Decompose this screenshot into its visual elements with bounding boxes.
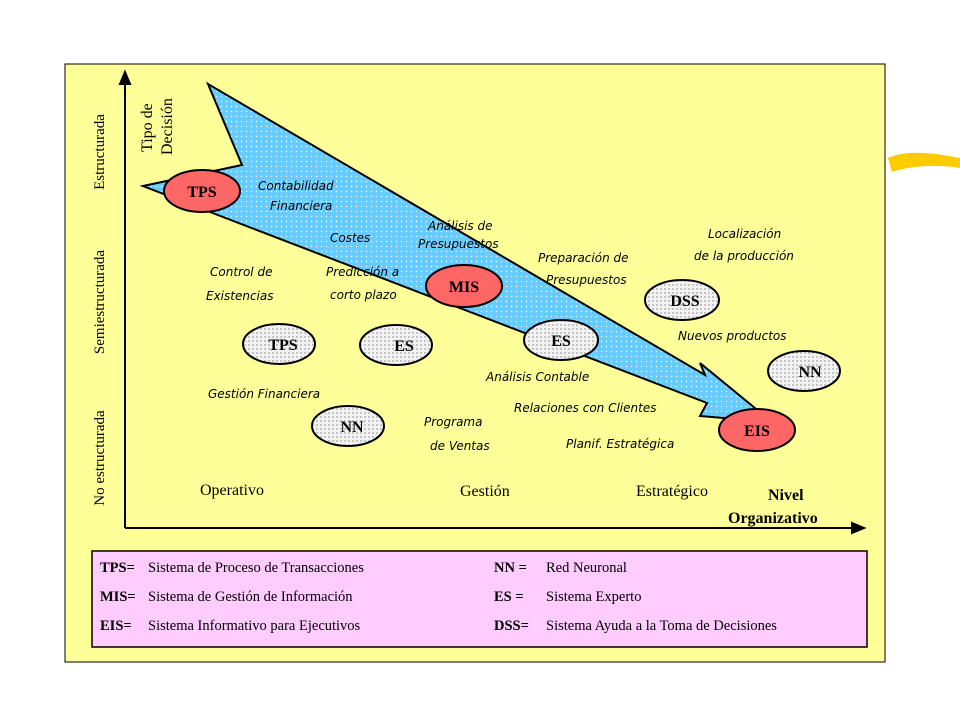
label-financiera: Financiera: [270, 199, 332, 213]
svg-text:NN: NN: [340, 419, 364, 436]
x-level-gestion: Gestión: [460, 483, 510, 500]
svg-text:Sistema Informativo para Ejecu: Sistema Informativo para Ejecutivos: [148, 618, 361, 634]
legend-item-eis: EIS= Sistema Informativo para Ejecutivos: [100, 618, 361, 634]
svg-text:EIS: EIS: [744, 423, 770, 440]
label-planif: Planif. Estratégica: [566, 437, 674, 451]
node-es-arrow: ES: [523, 319, 599, 361]
label-costes: Costes: [330, 231, 370, 245]
svg-text:Sistema Experto: Sistema Experto: [546, 589, 641, 605]
label-contabilidad: Contabilidad: [258, 179, 334, 193]
svg-text:Sistema de Proceso de Transacc: Sistema de Proceso de Transacciones: [148, 560, 364, 576]
svg-text:TPS: TPS: [187, 184, 216, 201]
svg-text:DSS: DSS: [670, 293, 699, 310]
legend-item-nn: NN = Red Neuronal: [494, 560, 627, 576]
node-dss: DSS: [644, 279, 720, 321]
label-corto-plazo: corto plazo: [330, 288, 397, 302]
svg-text:ES =: ES =: [494, 589, 524, 605]
legend: TPS= Sistema de Proceso de Transacciones…: [91, 550, 868, 648]
label-prediccion: Predicción a: [326, 265, 399, 279]
label-analisis-de: Análisis de: [427, 219, 493, 233]
svg-text:ES: ES: [551, 333, 571, 350]
node-eis: EIS: [718, 408, 796, 452]
y-axis-title-line1: Tipo de: [139, 103, 156, 152]
node-tps-top: TPS: [163, 169, 241, 213]
svg-text:ES: ES: [394, 338, 414, 355]
node-mis: MIS: [425, 264, 503, 308]
label-relaciones: Relaciones con Clientes: [514, 401, 656, 415]
svg-text:TPS: TPS: [268, 337, 297, 354]
legend-item-tps: TPS= Sistema de Proceso de Transacciones: [100, 560, 364, 576]
svg-text:NN: NN: [798, 364, 822, 381]
y-axis-title-line2: Decisión: [159, 98, 176, 155]
svg-text:MIS=: MIS=: [100, 589, 136, 605]
x-level-estrategico: Estratégico: [636, 483, 708, 500]
axes: [118, 69, 867, 535]
node-nn-operativo: NN: [311, 405, 385, 447]
node-es-operativo: ES: [359, 324, 433, 366]
label-gestion-financiera: Gestión Financiera: [208, 387, 320, 401]
svg-text:TPS=: TPS=: [100, 560, 135, 576]
svg-text:Red Neuronal: Red Neuronal: [546, 560, 627, 576]
y-level-no-estructurada: No estructurada: [92, 410, 108, 506]
label-existencias: Existencias: [206, 289, 274, 303]
label-preparacion-de: Preparación de: [538, 251, 629, 265]
legend-item-mis: MIS= Sistema de Gestión de Información: [100, 589, 353, 605]
label-programa: Programa: [424, 415, 482, 429]
legend-item-dss: DSS= Sistema Ayuda a la Toma de Decision…: [494, 618, 777, 634]
label-localizacion: Localización: [708, 227, 781, 241]
y-level-estructurada: Estructurada: [92, 114, 108, 190]
x-axis-title-line1: Nivel: [768, 487, 804, 504]
svg-text:Sistema Ayuda a la Toma de Dec: Sistema Ayuda a la Toma de Decisiones: [546, 618, 777, 634]
svg-text:EIS=: EIS=: [100, 618, 132, 634]
label-nuevos-productos: Nuevos productos: [678, 329, 787, 343]
x-level-operativo: Operativo: [200, 482, 264, 499]
svg-text:DSS=: DSS=: [494, 618, 529, 634]
label-presupuestos-1: Presupuestos: [418, 237, 499, 251]
label-presupuestos-2: Presupuestos: [546, 273, 627, 287]
y-level-semiestructurada: Semiestructurada: [92, 250, 108, 354]
label-de-la-produccion: de la producción: [694, 249, 794, 263]
label-control-de: Control de: [210, 265, 272, 279]
node-nn-estrategico: NN: [767, 350, 841, 392]
label-analisis-contable: Análisis Contable: [485, 370, 589, 384]
svg-text:MIS: MIS: [449, 279, 479, 296]
svg-text:Sistema de Gestión de Informac: Sistema de Gestión de Información: [148, 589, 353, 605]
svg-text:NN =: NN =: [494, 560, 527, 576]
decorative-brush-stroke: [888, 152, 960, 172]
label-de-ventas: de Ventas: [430, 439, 490, 453]
legend-item-es: ES = Sistema Experto: [494, 589, 641, 605]
node-tps-operativo: TPS: [242, 323, 316, 365]
x-axis-title-line2: Organizativo: [728, 510, 818, 527]
